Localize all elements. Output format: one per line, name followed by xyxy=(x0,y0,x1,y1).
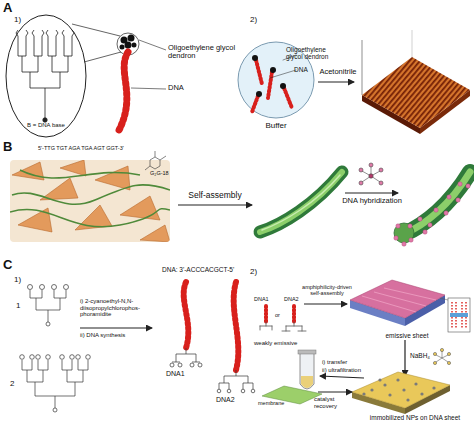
process-arrow xyxy=(345,193,398,194)
afm-image xyxy=(362,30,470,134)
reagent-label: NaBH₄ xyxy=(410,352,442,359)
part-label: DNA xyxy=(168,84,198,92)
dendron-blob xyxy=(120,35,137,50)
emissive-sheet xyxy=(350,280,445,326)
dna-np-conjugate xyxy=(359,163,383,185)
step-label: catalyst recovery xyxy=(314,396,354,409)
panel-label: C xyxy=(3,258,19,273)
compound-name: DNA2 xyxy=(284,296,310,302)
process-arrow xyxy=(80,328,152,329)
arrow-label: DNA hybridization xyxy=(336,197,408,205)
dna-helix xyxy=(184,282,239,370)
sub-panel-label: 2) xyxy=(250,268,266,277)
buffer-circle: Oligoethylene glycol dendronDNABuffer xyxy=(236,40,316,134)
state-label: weakly emissive xyxy=(254,340,310,347)
part-label: immobilized NPs on DNA sheet xyxy=(360,414,470,421)
sub-panel-label: 2) xyxy=(250,16,266,25)
panel-label: B xyxy=(3,140,19,155)
molecule-structure xyxy=(145,151,166,170)
step-label: i) transfer xyxy=(322,359,382,366)
node-text: Buffer xyxy=(236,122,316,131)
part-label: membrane xyxy=(258,400,298,406)
node-shape xyxy=(6,15,86,137)
metal-salt xyxy=(433,348,450,364)
reaction-condition: i) 2-cyanoethyl-N,N-diisopropylchloropho… xyxy=(80,298,152,318)
process-arrow xyxy=(405,340,406,376)
reaction-condition: ii) DNA synthesis xyxy=(80,332,152,339)
process-arrow xyxy=(318,82,354,83)
step-label: ii) ultrafiltration xyxy=(322,367,382,374)
node-text: Oligoethylene glycol dendron xyxy=(286,46,344,61)
arrow-label: Self-assembly xyxy=(176,191,254,201)
compound-name: DNA1 xyxy=(166,370,198,378)
dna-sequence: 5'-TTG TGT AGA TGA AGT GGT-3' xyxy=(38,145,150,151)
sheet-inset xyxy=(440,298,470,332)
node-outline xyxy=(5,14,87,138)
sub-panel-label: 1) xyxy=(14,16,30,25)
compound-number: 1 xyxy=(16,302,26,311)
dendron-structure xyxy=(16,30,74,122)
zoom-lines xyxy=(72,24,139,62)
assembly-illustration xyxy=(10,160,170,242)
process-arrow xyxy=(318,376,364,392)
zoom-ellipse: B = DNA base xyxy=(5,14,87,138)
panel-label: A xyxy=(3,1,19,16)
compound-number: 2 xyxy=(10,380,20,389)
sub-panel-label: 1) xyxy=(14,276,30,285)
dna-helix xyxy=(118,52,128,132)
dna-conjugate xyxy=(260,306,306,331)
compound-name: DNA2 xyxy=(216,396,248,404)
compound-name: DNA1 xyxy=(254,296,280,302)
np-sheet xyxy=(352,372,450,414)
nanofiber xyxy=(260,172,342,232)
arrow-label: Acetonitrile xyxy=(313,68,363,76)
dna-dendron-conjugates xyxy=(252,55,296,112)
process-arrow xyxy=(304,304,347,305)
decorated-nanofiber xyxy=(394,172,470,246)
connector-word: or xyxy=(275,312,287,318)
dna-sequence: DNA: 3'-ACCCACGCT-5' xyxy=(162,266,254,273)
part-label: emissive sheet xyxy=(376,332,438,339)
compound-name: G₂G-18 xyxy=(150,170,180,176)
arrow-label: amphiphilicity-driven self-assembly xyxy=(298,284,356,296)
leader-line xyxy=(131,40,166,89)
process-arrow xyxy=(178,205,252,206)
dendron-structure xyxy=(20,285,91,413)
ultrafiltration-tube xyxy=(262,350,322,404)
node-text: B = DNA base xyxy=(17,122,75,129)
part-label: Oligoethylene glycol dendron xyxy=(168,44,250,61)
